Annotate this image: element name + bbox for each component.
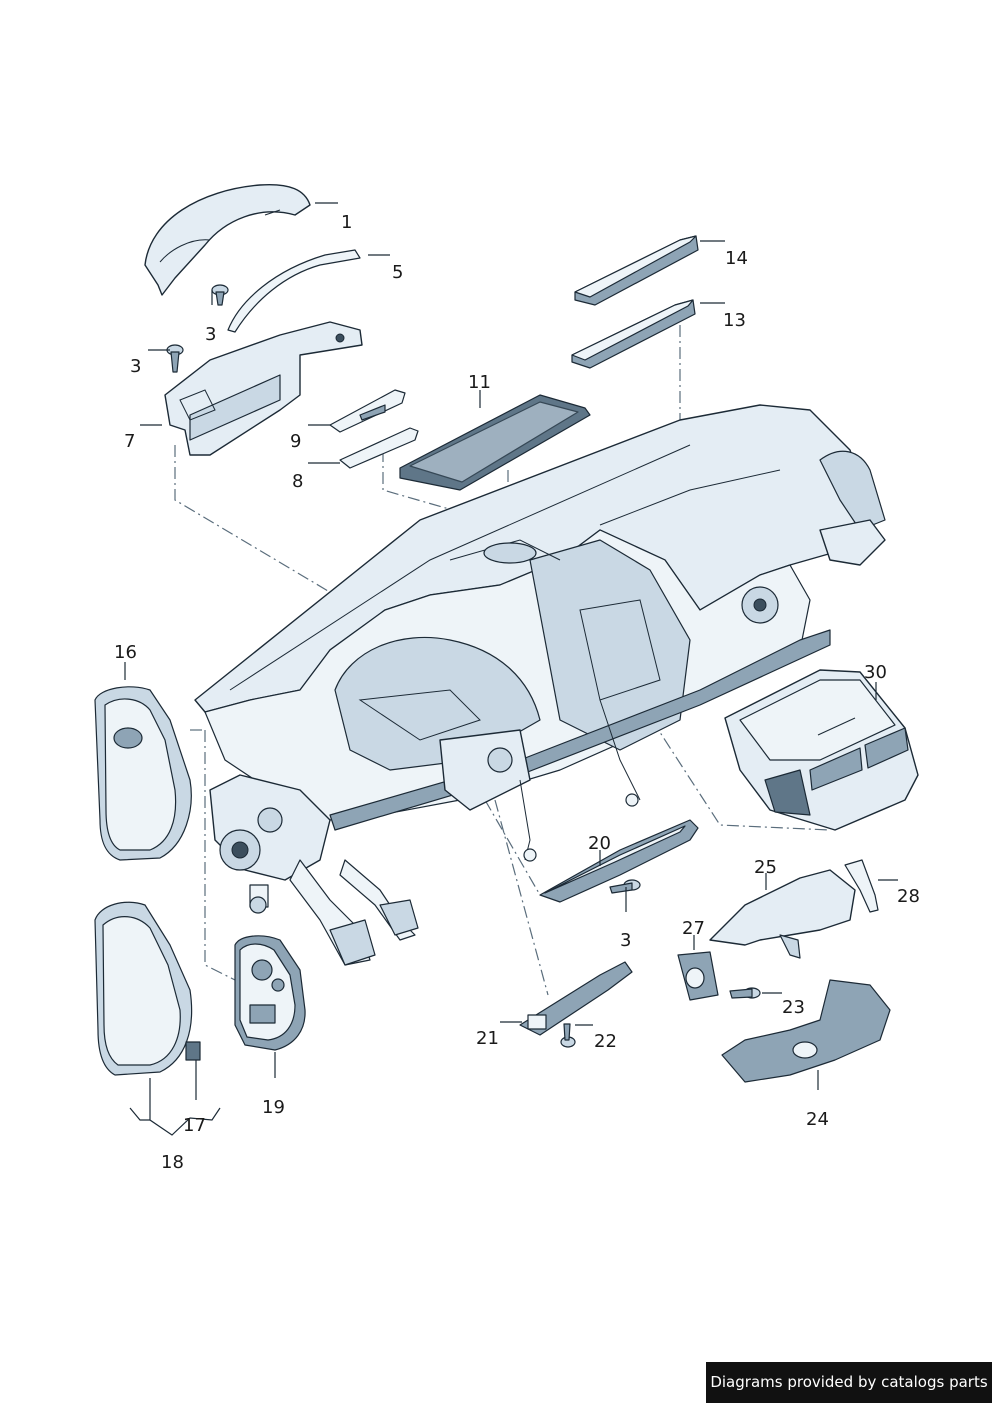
- callout-21: 21: [476, 1028, 499, 1049]
- callout-1: 1: [341, 212, 352, 233]
- part-11-speaker-grille: [399, 394, 591, 491]
- pedal-cluster: [209, 774, 419, 966]
- callout-5: 5: [392, 262, 403, 283]
- callout-19: 19: [262, 1097, 285, 1118]
- screw-22: [560, 1023, 576, 1048]
- callout-labels: 1 5 3 3 7 14 13 11 9 8 16 30 20 3 25 28 …: [114, 212, 920, 1173]
- callout-16: 16: [114, 642, 137, 663]
- callout-25: 25: [754, 857, 777, 878]
- part-30-vent-unit: [724, 669, 919, 831]
- callout-8: 8: [292, 471, 303, 492]
- screw-3-top: [211, 284, 229, 306]
- callout-18: 18: [161, 1152, 184, 1173]
- part-16-airbag-cover: [94, 686, 192, 861]
- catalog-credit-banner: Diagrams provided by catalogs parts: [706, 1362, 992, 1403]
- callout-9: 9: [290, 431, 301, 452]
- callout-20: 20: [588, 833, 611, 854]
- screw-3-left: [166, 344, 184, 373]
- part-20-lower-trim: [539, 819, 699, 903]
- part-21-bracket: [519, 961, 633, 1036]
- screw-3-lower: [609, 879, 641, 894]
- part-1-instrument-cover: [144, 183, 311, 296]
- callout-28: 28: [897, 886, 920, 907]
- part-28-clip: [844, 859, 879, 913]
- callout-22: 22: [594, 1031, 617, 1052]
- part-14-trim: [574, 235, 699, 306]
- part-19-knee-panel: [234, 935, 306, 1051]
- part-17-connector: [185, 1041, 201, 1061]
- part-27-switch-bezel: [677, 951, 719, 1001]
- callout-30: 30: [864, 662, 887, 683]
- part-7-bracket: [164, 321, 363, 456]
- callout-23: 23: [782, 997, 805, 1018]
- part-8-trim: [339, 427, 419, 469]
- screw-23: [729, 987, 761, 999]
- callout-3-top: 3: [205, 324, 216, 345]
- callout-3-left: 3: [130, 356, 141, 377]
- part-25-column-shroud: [709, 869, 856, 959]
- part-24-lower-shroud: [721, 979, 891, 1083]
- callout-17: 17: [183, 1115, 206, 1136]
- part-9-trim: [329, 389, 406, 433]
- callout-27: 27: [682, 918, 705, 939]
- callout-7: 7: [124, 431, 135, 452]
- part-13-trim: [571, 299, 696, 369]
- dashboard-main-assembly: [194, 404, 886, 862]
- leader-lines: [124, 202, 898, 1136]
- callout-11: 11: [468, 372, 491, 393]
- callout-3-lower: 3: [620, 930, 631, 951]
- callout-24: 24: [806, 1109, 829, 1130]
- part-18-airbag-module: [94, 901, 193, 1076]
- callout-14: 14: [725, 248, 748, 269]
- callout-13: 13: [723, 310, 746, 331]
- part-5-trim-strip: [227, 249, 361, 333]
